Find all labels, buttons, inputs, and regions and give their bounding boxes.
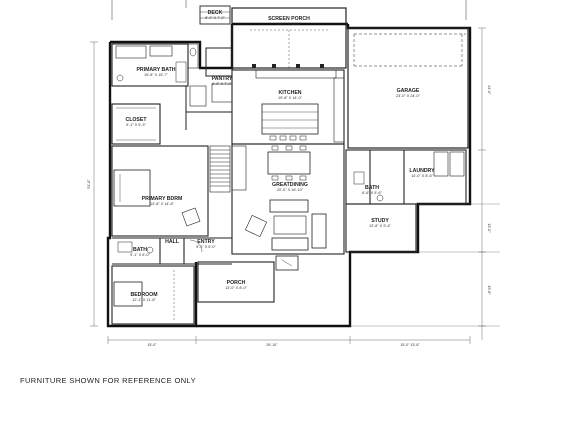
pantry-walls: [185, 47, 233, 130]
bedroom-walls: [111, 265, 195, 325]
hall-label: HALL: [165, 239, 180, 245]
study-size: 12'-8" X 9'-4": [369, 224, 392, 228]
bath-2-label: BATH: [365, 185, 379, 191]
study-walls: [345, 203, 417, 253]
dimension-labels: 15'-0" 26'-10" 15'-0" 15'-8" 51'-8" 24'-…: [87, 85, 491, 347]
porch-size: 13'-0" X 8'-0": [225, 286, 248, 290]
crop-lines: [111, 0, 467, 20]
primary-bath-size: 15'-8" X 15'-7": [144, 73, 169, 77]
dim-overall-left: 51'-8": [87, 179, 91, 189]
primary-bedroom-walls: [111, 145, 209, 237]
screen-porch-posts: [252, 64, 324, 68]
bedroom-label: BEDROOM: [130, 292, 157, 298]
porch-label: PORCH: [227, 280, 246, 286]
primary-bdrm-label: PRIMARY BDRM: [142, 196, 183, 202]
garage-walls: [347, 27, 469, 149]
deck-size: 8'-0" X 7'-0": [205, 16, 225, 20]
laundry-walls: [345, 149, 467, 205]
closet-walls: [111, 103, 161, 145]
dim-bottom-right: 15'-0" 15'-8": [400, 343, 420, 347]
primary-bath-label: PRIMARY BATH: [136, 67, 175, 73]
dim-right-top: 24'-0": [487, 85, 491, 95]
screen-porch-label: SCREEN PORCH: [268, 16, 310, 22]
study-label: STUDY: [371, 218, 389, 224]
dimension-lines: [90, 27, 500, 344]
greatdining-size: 20'-0" X 16'-10": [277, 188, 304, 192]
kitchen-label: KITCHEN: [278, 90, 301, 96]
hall-walls: [112, 237, 232, 265]
closet-label: CLOSET: [125, 117, 147, 123]
dim-bottom-mid: 26'-10": [266, 343, 278, 347]
room-labels: DECK 8'-0" X 7'-0" SCREEN PORCH 19'-6" X…: [125, 10, 435, 302]
dim-bottom-left: 15'-0": [147, 343, 157, 347]
screen-porch-size: 19'-6" X 13'-0": [277, 22, 302, 26]
porch-walls: [197, 255, 299, 303]
bath-3-size: 9'-1" X 5'-0": [130, 253, 150, 257]
bath-3-label: BATH: [133, 247, 147, 253]
stairs: [209, 145, 247, 193]
greatdining-walls: [231, 143, 345, 255]
pantry-size: 6'-0" X 7'-0": [212, 82, 232, 86]
kitchen-size: 19'-8" X 14'-0": [278, 96, 303, 100]
deck: [199, 5, 231, 25]
pantry-label: PANTRY: [212, 76, 233, 82]
laundry-size: 14'-0" X 8'-6": [411, 174, 434, 178]
laundry-label: LAUNDRY: [409, 168, 435, 174]
primary-bath-walls: [111, 43, 199, 87]
dim-right-mid: 13'-0": [487, 223, 491, 233]
closet-size: 9'-1" X 9'-3": [126, 123, 146, 127]
deck-label: DECK: [208, 10, 223, 16]
primary-bdrm-size: 14'-8" X 14'-8": [150, 202, 175, 206]
greatdining-label: GREATDINING: [272, 182, 308, 188]
dim-right-bottom: 19'-8": [487, 285, 491, 295]
entry-label: ENTRY: [197, 239, 215, 245]
bath-2-size: 6'-6" X 5'-6": [362, 191, 382, 195]
kitchen-walls: [231, 69, 345, 145]
entry-size: 9'-1" X 5'-0": [196, 245, 216, 249]
garage-size: 23'-0" X 24'-0": [396, 94, 421, 98]
garage-label: GARAGE: [397, 88, 420, 94]
screen-porch-walls: [231, 7, 347, 69]
furniture-note: FURNITURE SHOWN FOR REFERENCE ONLY: [20, 376, 196, 385]
bedroom-size: 12'-1" X 11'-8": [132, 298, 156, 302]
